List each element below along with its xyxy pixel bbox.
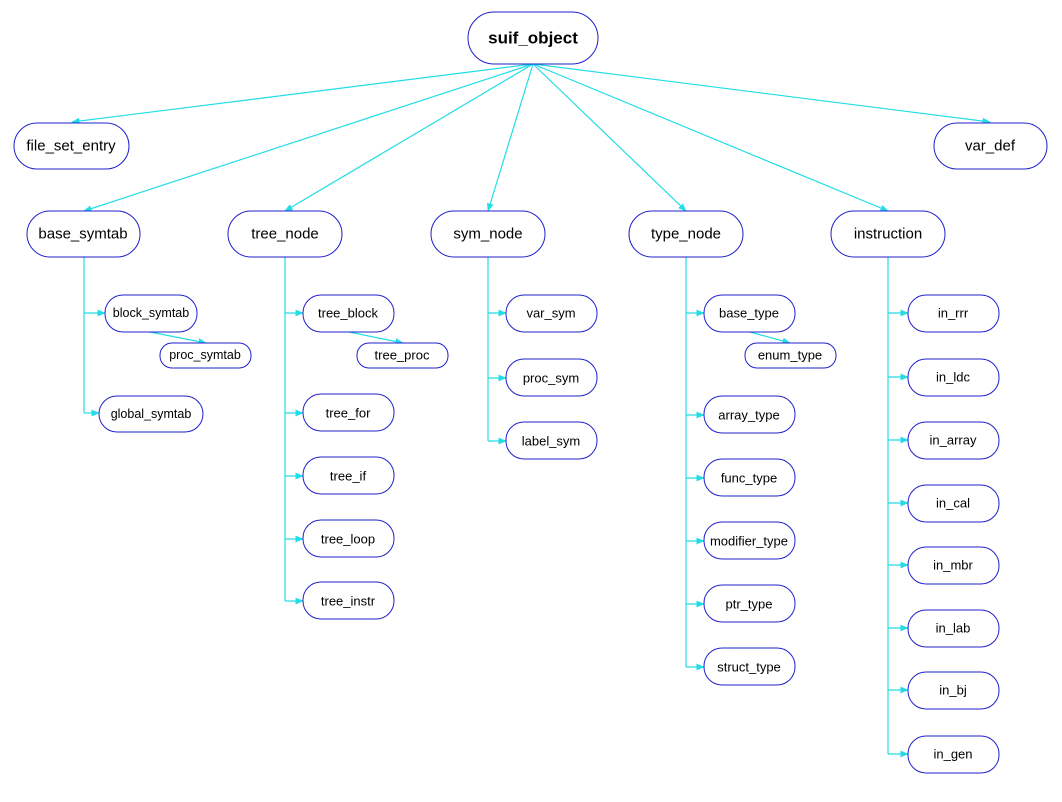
node-label: base_symtab: [38, 226, 127, 243]
node-in-rrr[interactable]: in_rrr: [907, 294, 1000, 333]
node-label: proc_sym: [523, 371, 579, 386]
node-func-type[interactable]: func_type: [703, 458, 796, 497]
node-in-mbr[interactable]: in_mbr: [907, 546, 1000, 585]
node-struct-type[interactable]: struct_type: [703, 647, 796, 686]
node-var-def[interactable]: var_def: [933, 122, 1048, 170]
instruction-edges: [887, 257, 909, 758]
root-edges: [71, 63, 991, 212]
node-sym-node[interactable]: sym_node: [430, 210, 546, 258]
node-modifier-type[interactable]: modifier_type: [703, 521, 796, 560]
node-instruction[interactable]: instruction: [830, 210, 946, 258]
node-tree-block[interactable]: tree_block: [302, 294, 395, 333]
node-array-type[interactable]: array_type: [703, 395, 796, 434]
node-in-ldc[interactable]: in_ldc: [907, 358, 1000, 397]
node-label: sym_node: [453, 226, 522, 243]
node-label: in_mbr: [933, 558, 973, 573]
node-label: func_type: [721, 471, 777, 486]
type-node-edges: [685, 257, 791, 671]
node-label: tree_block: [318, 306, 378, 321]
node-ptr-type[interactable]: ptr_type: [703, 584, 796, 623]
node-label: struct_type: [717, 660, 781, 675]
node-base-symtab[interactable]: base_symtab: [26, 210, 141, 258]
node-label: array_type: [718, 408, 779, 423]
node-label: tree_instr: [321, 594, 376, 609]
node-label: label_sym: [522, 434, 581, 449]
node-block-symtab[interactable]: block_symtab: [104, 294, 198, 333]
node-label: in_cal: [936, 496, 970, 511]
node-in-bj[interactable]: in_bj: [907, 671, 1000, 710]
node-label: in_gen: [933, 747, 972, 762]
tree-node-edges: [284, 257, 404, 605]
node-label: tree_for: [326, 406, 371, 421]
node-label: in_bj: [939, 683, 967, 698]
node-in-cal[interactable]: in_cal: [907, 484, 1000, 523]
node-label: file_set_entry: [26, 138, 116, 155]
node-proc-symtab[interactable]: proc_symtab: [159, 342, 252, 369]
node-label: type_node: [651, 226, 721, 243]
node-var-sym[interactable]: var_sym: [505, 294, 598, 333]
node-label: tree_node: [251, 226, 319, 243]
node-label-sym[interactable]: label_sym: [505, 421, 598, 460]
node-base-type[interactable]: base_type: [703, 294, 796, 333]
node-label: var_def: [965, 138, 1016, 155]
node-label: in_ldc: [936, 370, 970, 385]
node-tree-proc[interactable]: tree_proc: [356, 342, 449, 369]
node-tree-if[interactable]: tree_if: [302, 456, 395, 495]
node-tree-node[interactable]: tree_node: [227, 210, 343, 258]
node-proc-sym[interactable]: proc_sym: [505, 358, 598, 397]
node-label: var_sym: [526, 306, 575, 321]
node-label: in_rrr: [938, 306, 969, 321]
node-label: modifier_type: [710, 534, 788, 549]
node-label: tree_loop: [321, 532, 375, 547]
node-enum-type[interactable]: enum_type: [744, 342, 837, 369]
node-global-symtab[interactable]: global_symtab: [98, 395, 204, 433]
node-tree-instr[interactable]: tree_instr: [302, 581, 395, 620]
node-file-set-entry[interactable]: file_set_entry: [13, 122, 130, 170]
node-in-array[interactable]: in_array: [907, 421, 1000, 460]
node-label: tree_proc: [375, 348, 430, 363]
node-label: in_array: [930, 433, 977, 448]
node-in-gen[interactable]: in_gen: [907, 735, 1000, 774]
node-label: instruction: [854, 226, 922, 243]
node-label: proc_symtab: [169, 348, 241, 362]
node-tree-for[interactable]: tree_for: [302, 393, 395, 432]
node-label: ptr_type: [726, 597, 773, 612]
node-tree-loop[interactable]: tree_loop: [302, 519, 395, 558]
node-label: tree_if: [330, 469, 367, 484]
node-label: enum_type: [758, 348, 822, 363]
node-suif-object[interactable]: suif_object: [467, 11, 599, 65]
node-label: suif_object: [488, 29, 578, 48]
node-in-lab[interactable]: in_lab: [907, 609, 1000, 648]
sym-node-edges: [487, 257, 507, 445]
node-label: global_symtab: [111, 407, 192, 421]
node-label: in_lab: [936, 621, 971, 636]
node-label: base_type: [719, 306, 779, 321]
node-type-node[interactable]: type_node: [628, 210, 744, 258]
node-label: block_symtab: [113, 306, 189, 320]
base-symtab-edges: [83, 257, 207, 417]
